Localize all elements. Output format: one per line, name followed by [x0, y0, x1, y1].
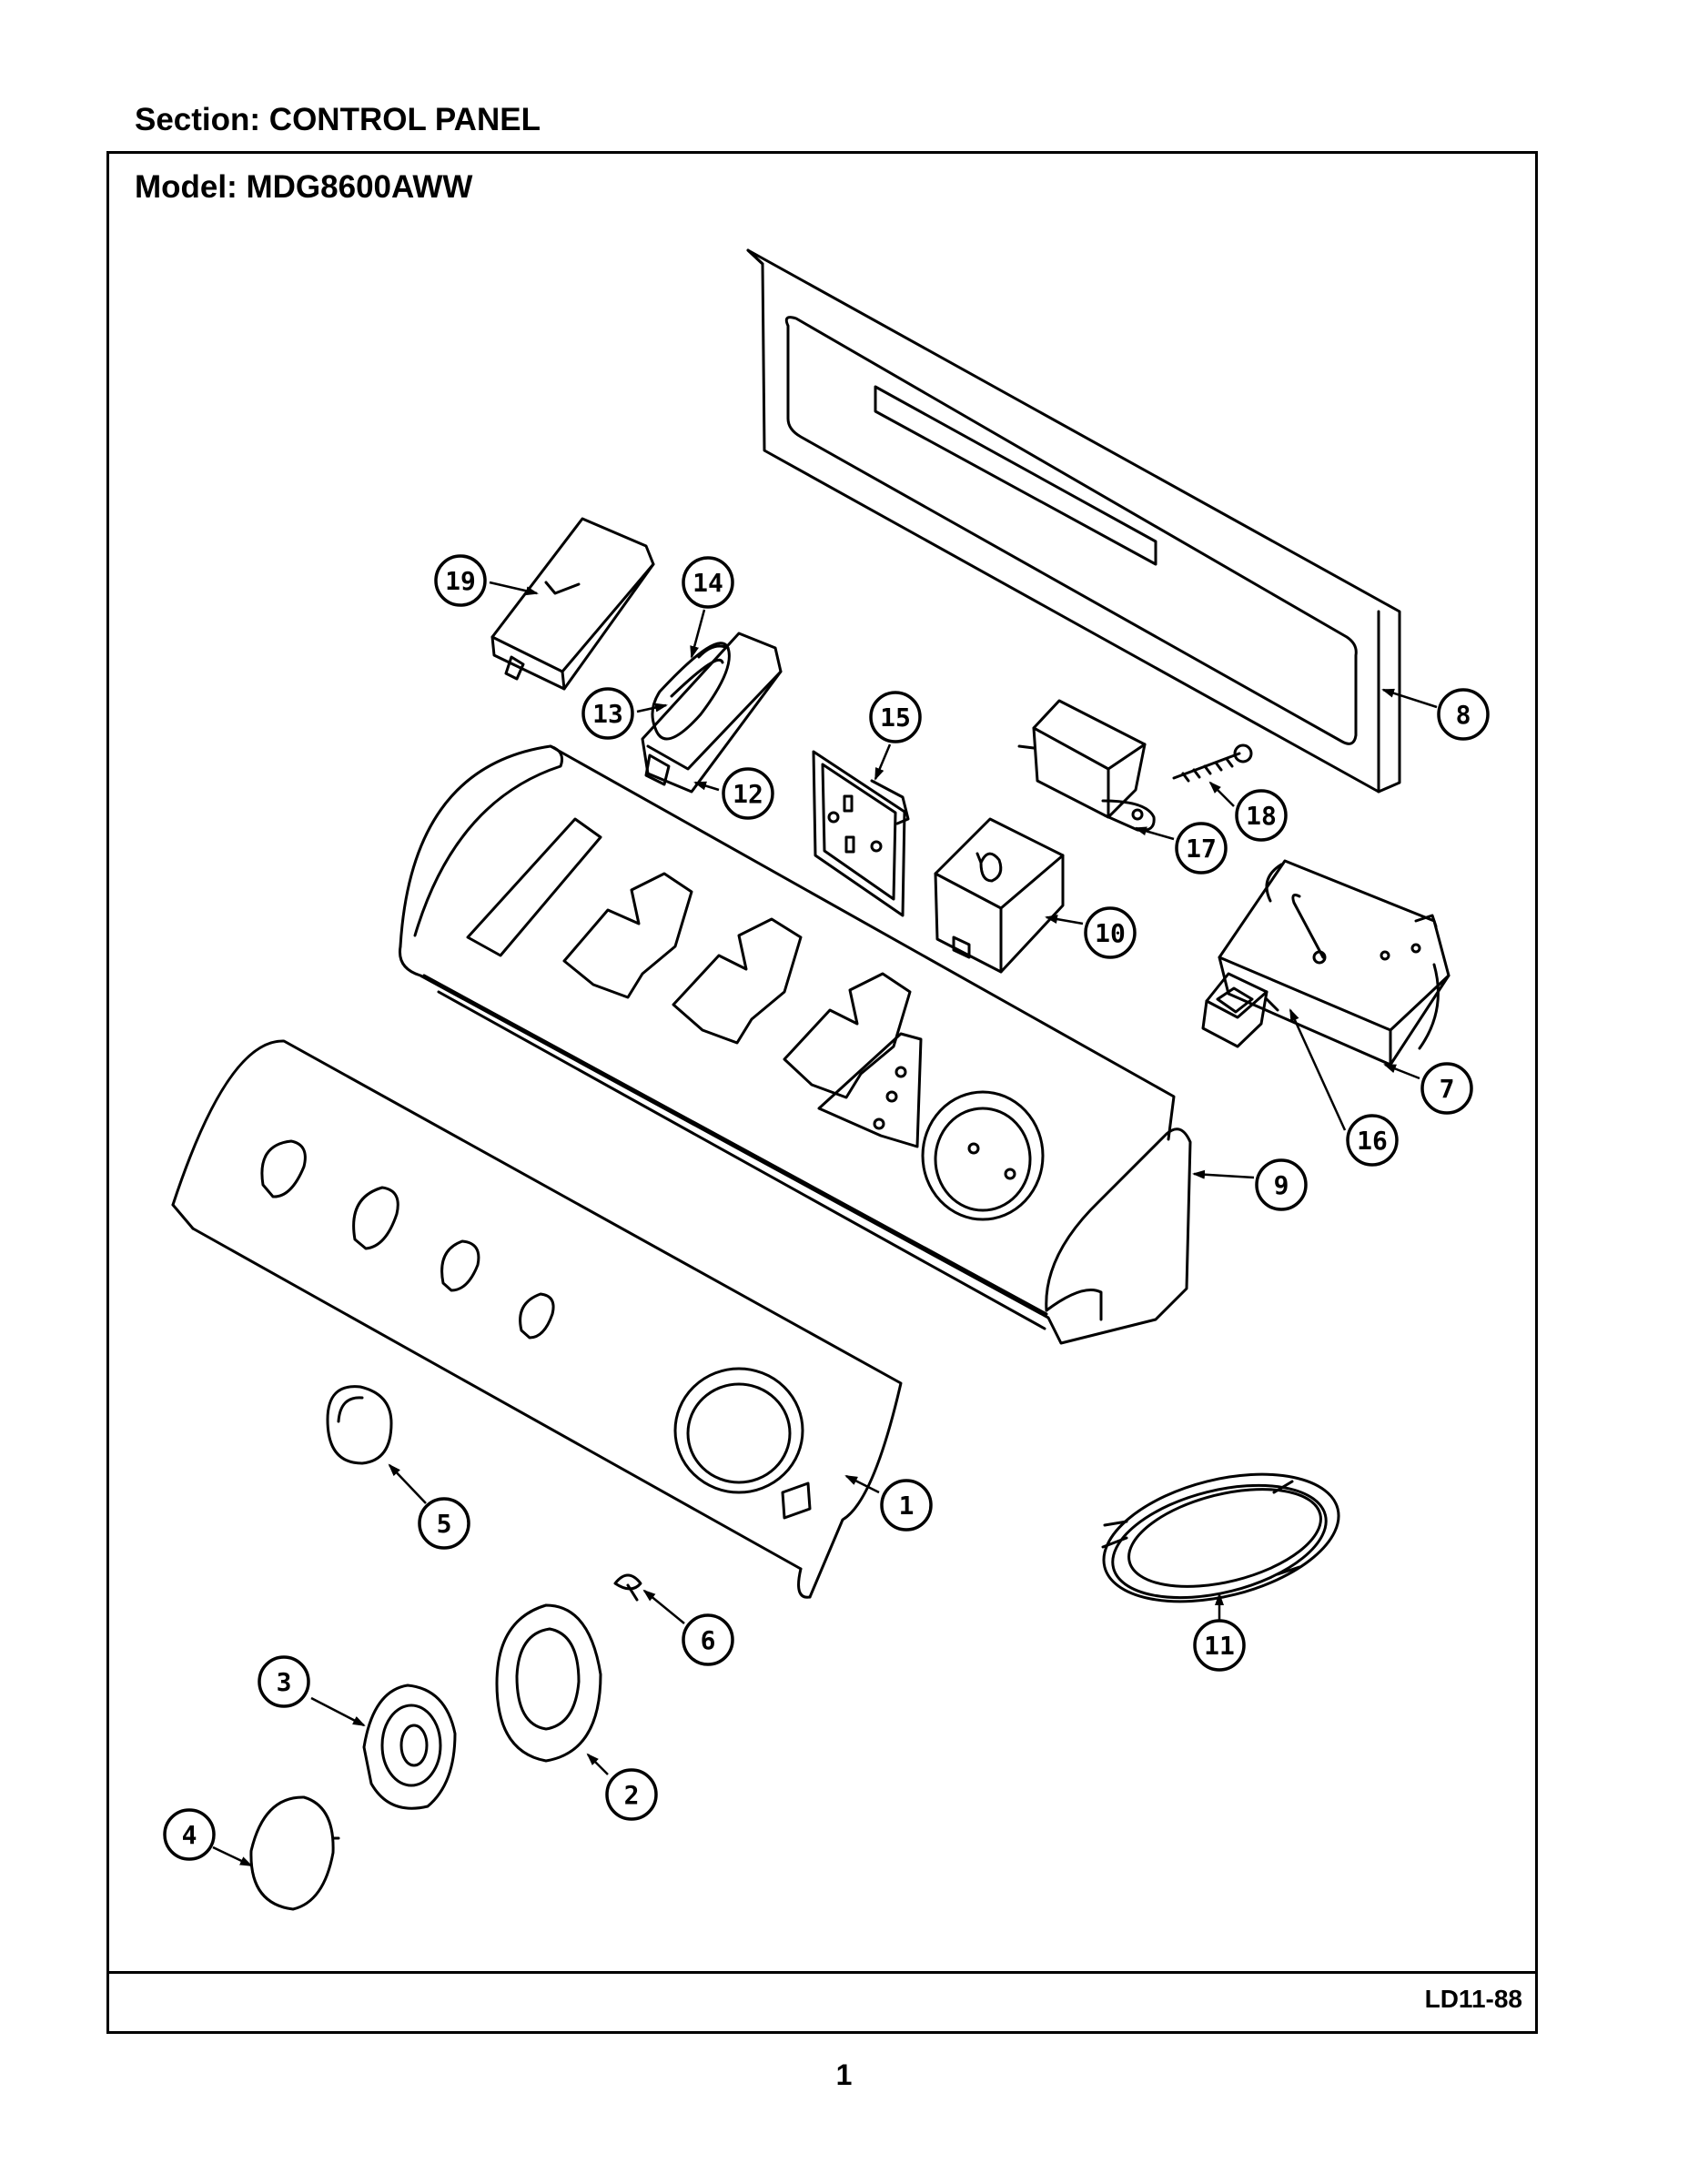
callout-18: 18	[1235, 789, 1288, 842]
part-13-lamp-bulb	[651, 642, 731, 741]
callout-5: 5	[418, 1497, 470, 1550]
part-4-knob-cap	[249, 1795, 340, 1911]
callout-11: 11	[1193, 1619, 1246, 1672]
svg-text:12: 12	[733, 779, 763, 809]
model-title: Model: MDG8600AWW	[135, 169, 473, 205]
callout-16: 16	[1346, 1114, 1399, 1167]
svg-text:8: 8	[1456, 700, 1471, 730]
svg-text:13: 13	[592, 699, 623, 729]
part-10-rotary-switch	[934, 817, 1065, 974]
svg-text:4: 4	[182, 1820, 197, 1850]
part-5-push-button	[326, 1385, 393, 1465]
callout-17: 17	[1175, 822, 1228, 875]
svg-text:2: 2	[624, 1780, 640, 1810]
callout-8: 8	[1437, 688, 1490, 741]
svg-text:6: 6	[701, 1625, 716, 1655]
part-9-console	[398, 744, 1192, 1345]
section-title: Section: CONTROL PANEL	[135, 102, 541, 137]
callout-15: 15	[869, 691, 922, 743]
callout-2: 2	[605, 1768, 658, 1821]
callout-6: 6	[682, 1613, 734, 1666]
svg-text:10: 10	[1095, 918, 1126, 948]
part-3-knob	[362, 1684, 457, 1810]
part-15-receptacle	[812, 750, 910, 917]
svg-text:14: 14	[692, 568, 723, 598]
part-11-wire-harness	[1101, 1472, 1340, 1603]
document-code: LD11-88	[1424, 1985, 1522, 2013]
svg-text:17: 17	[1186, 834, 1217, 864]
part-1-front-panel	[171, 1039, 903, 1599]
part-2-knob-skirt	[495, 1603, 602, 1763]
diagram-frame	[106, 151, 1538, 2034]
svg-text:7: 7	[1440, 1074, 1455, 1104]
svg-text:11: 11	[1204, 1631, 1235, 1661]
callout-13: 13	[581, 687, 634, 740]
svg-text:1: 1	[899, 1491, 915, 1521]
svg-text:18: 18	[1246, 801, 1277, 831]
callout-3: 3	[258, 1655, 310, 1708]
part-8-back-panel	[746, 248, 1401, 794]
svg-text:19: 19	[445, 566, 476, 596]
callout-14: 14	[682, 556, 734, 609]
part-16-rocker-switch	[1201, 972, 1279, 1048]
callout-9: 9	[1255, 1158, 1308, 1211]
part-19-switch-housing	[490, 517, 655, 691]
callout-12: 12	[722, 767, 774, 820]
svg-text:5: 5	[437, 1509, 452, 1539]
footer-divider	[106, 1971, 1538, 1974]
leader-arrows	[212, 581, 1438, 1867]
svg-text:3: 3	[277, 1667, 292, 1697]
part-18-screw	[1172, 743, 1253, 783]
callout-7: 7	[1420, 1062, 1473, 1115]
part-12-socket	[641, 632, 783, 794]
callout-19: 19	[434, 554, 487, 607]
page-number: 1	[835, 2058, 853, 2091]
callout-4: 4	[163, 1808, 216, 1861]
svg-text:9: 9	[1274, 1170, 1289, 1200]
part-7-timer	[1218, 859, 1450, 1067]
callout-1: 1	[880, 1479, 933, 1532]
svg-text:16: 16	[1357, 1126, 1388, 1156]
part-17-relay	[1017, 699, 1156, 832]
part-6-screw	[613, 1573, 642, 1602]
svg-text:15: 15	[880, 703, 911, 733]
callout-labels: 19 14 13 12 15 8 18 17	[163, 554, 1490, 1861]
callout-10: 10	[1084, 906, 1137, 959]
